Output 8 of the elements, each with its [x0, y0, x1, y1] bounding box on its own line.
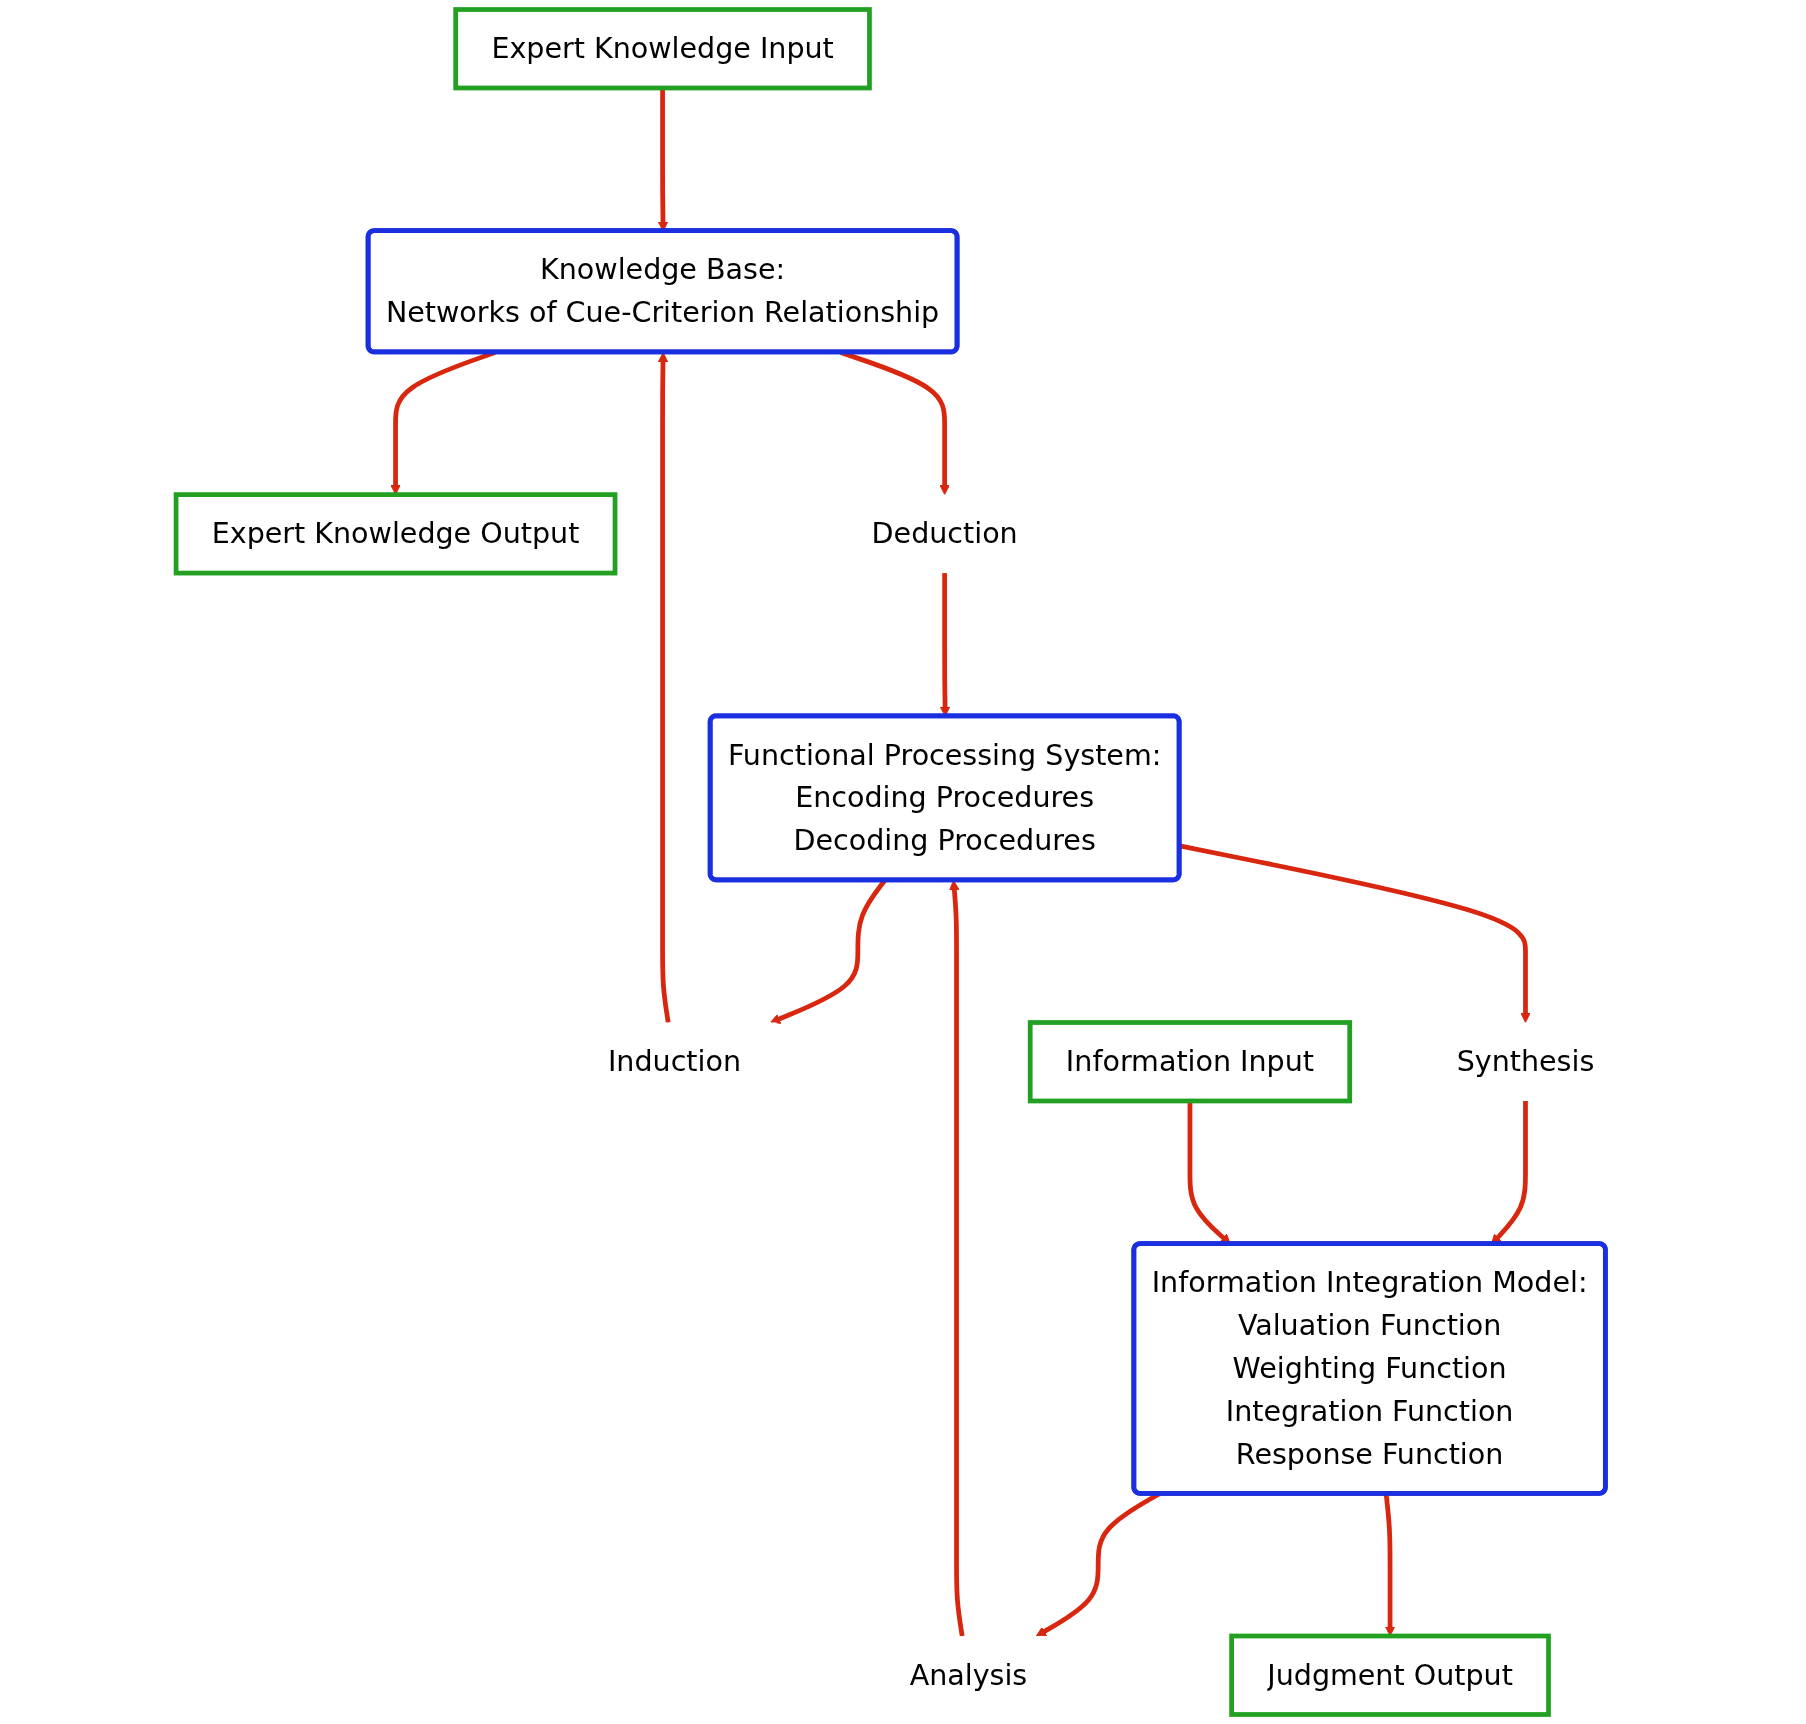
- node-text: Deduction: [871, 517, 1018, 551]
- node-text: Synthesis: [1456, 1045, 1595, 1079]
- node-box: Expert Knowledge Input: [453, 7, 872, 91]
- node-box: Expert Knowledge Output: [173, 492, 618, 576]
- node-text: Induction: [607, 1045, 741, 1079]
- node-box: Information Input: [1027, 1020, 1353, 1104]
- node-text: Analysis: [909, 1658, 1028, 1692]
- arrow: [657, 352, 671, 1023]
